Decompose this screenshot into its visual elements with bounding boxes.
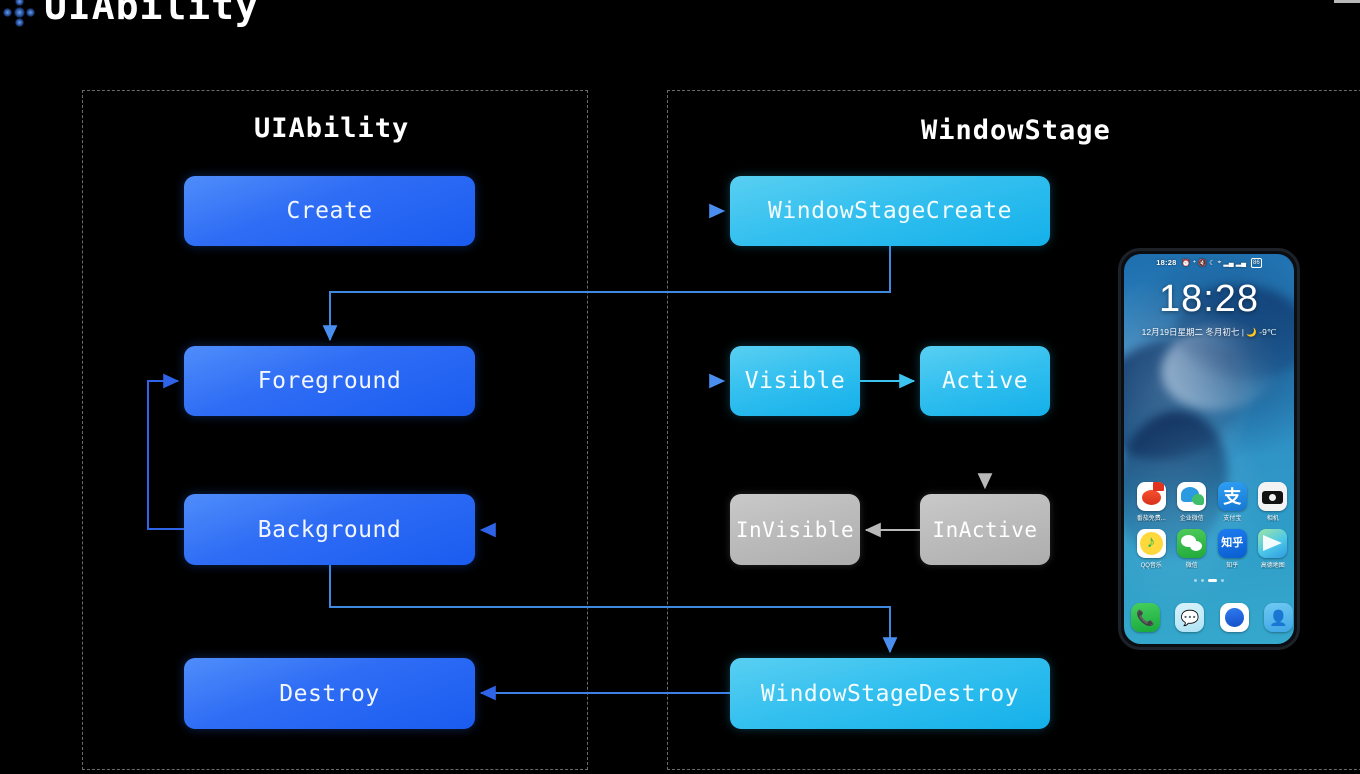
app-label: 相机 <box>1266 516 1279 522</box>
messages-icon[interactable]: 💬 <box>1175 603 1205 632</box>
phone-mockup: 18:28 ⏰ ᛭ 🔇 ☾ ⌖ ▂▄ ▂▄ 86 18:28 12月19日星期二… <box>1118 248 1300 650</box>
alarm-icon: ⏰ <box>1181 259 1191 267</box>
signal-icon-2: ▂▄ <box>1235 259 1247 267</box>
node-visible[interactable]: Visible <box>730 346 860 416</box>
camera-icon <box>1258 482 1288 511</box>
qq-music-icon <box>1136 529 1166 558</box>
contacts-icon[interactable]: 👤 <box>1263 603 1293 632</box>
phone-clock: 18:28 <box>1158 278 1260 320</box>
wechat-icon <box>1177 529 1207 558</box>
app-zhihu[interactable]: 知乎 知乎 <box>1212 529 1253 569</box>
app-tomato-novel[interactable]: 番茄免费... <box>1131 482 1172 522</box>
phone-dial-icon[interactable]: 📞 <box>1131 603 1160 632</box>
node-invisible[interactable]: InVisible <box>730 494 860 565</box>
app-label: 番茄免费... <box>1136 516 1166 522</box>
mute-icon: 🔇 <box>1198 259 1208 267</box>
wecom-icon <box>1177 482 1207 511</box>
app-amap[interactable]: 高德地图 <box>1253 529 1294 569</box>
phone-date: 12月19日星期二 冬月初七 | 🌙 -9℃ <box>1141 327 1277 337</box>
app-label: 支付宝 <box>1223 516 1242 522</box>
node-foreground[interactable]: Foreground <box>184 346 475 416</box>
status-time: 18:28 <box>1156 258 1177 267</box>
location-icon: ⌖ <box>1217 258 1222 266</box>
app-qq-music[interactable]: QQ音乐 <box>1131 529 1172 569</box>
phone-dock: 📞 💬 👤 <box>1131 603 1293 632</box>
node-windowstagecreate[interactable]: WindowStageCreate <box>730 176 1050 246</box>
group-title-windowstage: WindowStage <box>921 115 1111 146</box>
group-uiability <box>82 90 588 770</box>
top-right-sliver <box>1334 0 1360 3</box>
node-destroy[interactable]: Destroy <box>184 658 475 729</box>
phone-screen: 18:28 ⏰ ᛭ 🔇 ☾ ⌖ ▂▄ ▂▄ 86 18:28 12月19日星期二… <box>1124 254 1294 644</box>
app-label: 高德地图 <box>1260 563 1285 569</box>
status-icons: ⏰ ᛭ 🔇 ☾ ⌖ ▂▄ ▂▄ <box>1181 259 1246 267</box>
battery-level: 86 <box>1251 257 1262 268</box>
node-active[interactable]: Active <box>920 346 1050 416</box>
tomato-novel-icon <box>1136 482 1166 511</box>
app-camera[interactable]: 相机 <box>1253 482 1294 522</box>
node-background[interactable]: Background <box>184 494 475 565</box>
bluetooth-icon: ᛭ <box>1192 259 1197 266</box>
phone-status-bar: 18:28 ⏰ ᛭ 🔇 ☾ ⌖ ▂▄ ▂▄ 86 <box>1124 254 1294 271</box>
group-windowstage <box>667 90 1360 770</box>
alipay-icon: 支 <box>1217 482 1247 511</box>
app-label: 企业微信 <box>1179 516 1204 522</box>
amap-icon <box>1258 529 1288 558</box>
app-alipay[interactable]: 支 支付宝 <box>1212 482 1253 522</box>
app-label: 微信 <box>1185 563 1198 569</box>
app-label: QQ音乐 <box>1140 563 1162 569</box>
app-wecom[interactable]: 企业微信 <box>1172 482 1213 522</box>
node-windowstagedestroy[interactable]: WindowStageDestroy <box>730 658 1050 729</box>
moon-icon: ☾ <box>1209 259 1216 267</box>
app-wechat[interactable]: 微信 <box>1172 529 1213 569</box>
diamond-cluster-icon <box>1 0 38 29</box>
zhihu-icon: 知乎 <box>1217 529 1247 558</box>
browser-icon[interactable] <box>1219 603 1249 632</box>
group-title-uiability: UIAbility <box>254 113 410 144</box>
node-create[interactable]: Create <box>184 176 475 246</box>
phone-app-grid: 番茄免费... 企业微信 支 支付宝 相机 QQ音乐 <box>1131 482 1293 569</box>
node-inactive[interactable]: InActive <box>920 494 1050 565</box>
page-indicator[interactable] <box>1124 579 1294 582</box>
app-label: 知乎 <box>1226 563 1239 569</box>
signal-icon-1: ▂▄ <box>1223 259 1234 267</box>
page-title: UIAbility <box>44 0 259 28</box>
